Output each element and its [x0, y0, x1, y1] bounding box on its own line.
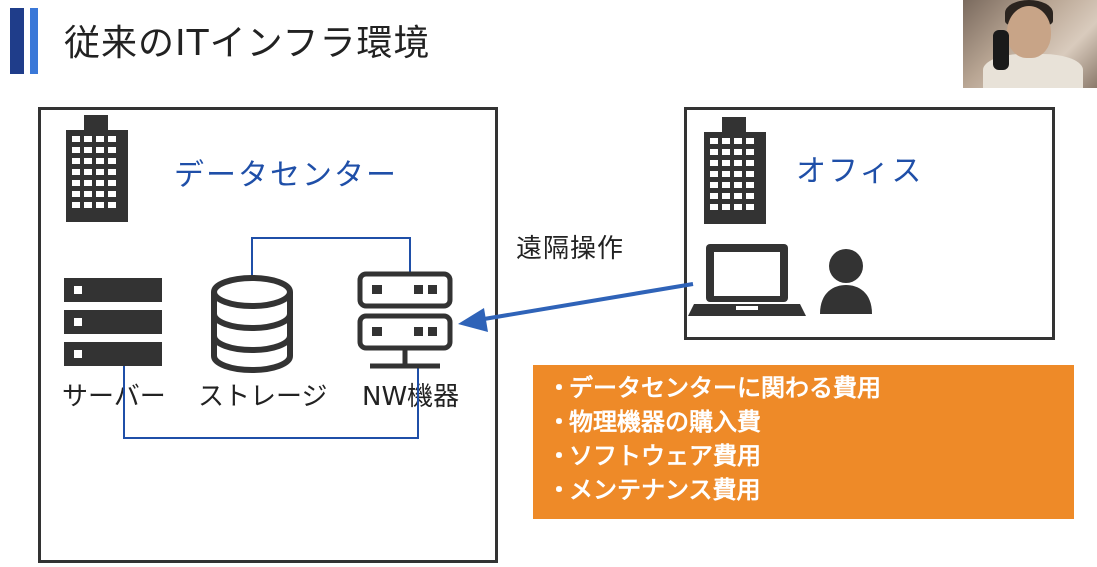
server-icon [64, 278, 162, 366]
storage-network-link [251, 237, 411, 278]
datacenter-box [38, 107, 498, 563]
user-icon [820, 249, 872, 314]
office-building-icon [704, 117, 766, 224]
title-accent-bar [10, 8, 40, 74]
slide-title: 従来のITインフラ環境 [64, 23, 431, 64]
remote-operation-arrow [458, 282, 694, 332]
office-box [684, 107, 1055, 340]
storage-label: ストレージ [198, 382, 328, 412]
cost-list-box: ・データセンターに関わる費用 ・物理機器の購入費 ・ソフトウェア費用 ・メンテナ… [533, 365, 1074, 519]
cost-item-text: メンテナンス費用 [569, 476, 761, 504]
laptop-icon [688, 244, 806, 316]
title-accent-bar-light [30, 8, 38, 74]
cost-item: ・メンテナンス費用 [547, 473, 1074, 507]
bullet: ・ [547, 476, 571, 504]
bullet: ・ [547, 374, 571, 402]
remote-operation-label: 遠隔操作 [516, 234, 625, 264]
presenter-webcam [963, 0, 1097, 88]
datacenter-building-icon [66, 115, 128, 222]
server-label: サーバー [62, 382, 166, 412]
microphone [993, 30, 1009, 70]
title-accent-bar-dark [10, 8, 24, 74]
bullet: ・ [547, 408, 571, 436]
cost-item: ・データセンターに関わる費用 [547, 371, 1074, 405]
cost-item-text: ソフトウェア費用 [569, 442, 761, 470]
server-network-bottom-link [123, 360, 419, 439]
office-label: オフィス [796, 154, 924, 189]
bullet: ・ [547, 442, 571, 470]
cost-item-text: データセンターに関わる費用 [569, 374, 881, 402]
presenter-head [1007, 6, 1051, 58]
cost-item: ・ソフトウェア費用 [547, 439, 1074, 473]
cost-item: ・物理機器の購入費 [547, 405, 1074, 439]
network-device-label: NW機器 [362, 382, 460, 412]
network-device-icon [357, 271, 453, 369]
cost-item-text: 物理機器の購入費 [569, 408, 761, 436]
datacenter-label: データセンター [174, 158, 398, 193]
storage-icon [211, 275, 293, 373]
